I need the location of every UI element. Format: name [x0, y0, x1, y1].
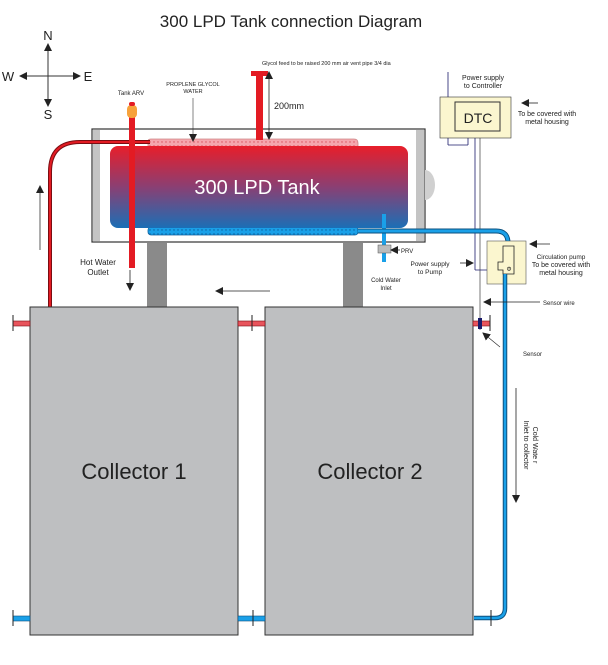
glycol-label-2: WATER [183, 89, 202, 95]
tank-body [110, 146, 408, 228]
collector-1-label: Collector 1 [81, 459, 186, 484]
collector-bottom-header [12, 610, 492, 626]
temperature-sensor [478, 318, 482, 329]
prv-label: PRV [401, 249, 413, 255]
collector-1 [29, 306, 239, 636]
cold-water-inlet-pipe [382, 214, 386, 262]
glycol-feed-note: Glycol feed to be raised 200 mm air vent… [262, 61, 392, 67]
compass-east: E [84, 69, 93, 84]
glycol-feed-vent-pipe [256, 74, 263, 140]
hot-water-outlet-pipe [129, 112, 135, 268]
tank-label: 300 LPD Tank [194, 177, 320, 199]
collector-2-label: Collector 2 [317, 459, 422, 484]
tank-arv-label: Tank ARV [118, 91, 144, 97]
support-leg-left [147, 243, 167, 308]
dtc-controller [454, 101, 501, 132]
pump-symbol: Φ [507, 267, 512, 273]
compass-icon: N S W E [2, 28, 93, 122]
diagram-title: 300 LPD Tank connection Diagram [160, 12, 422, 31]
pump-housing-note-2: metal housing [539, 270, 583, 277]
controller-housing-note-2: metal housing [525, 119, 569, 126]
dtc-label: DTC [464, 110, 493, 126]
circulation-pump [497, 245, 515, 275]
collector-2 [264, 306, 474, 636]
sensor-wire-label: Sensor wire [543, 301, 575, 307]
compass-west: W [2, 69, 15, 84]
controller-power-label-1: Power supply [462, 75, 505, 82]
pump-power-label-1: Power supply [410, 261, 450, 268]
controller-power-label-2: to Controller [464, 83, 503, 90]
prv-valve [377, 244, 392, 254]
cold-water-inlet-label-2: Inlet [380, 286, 392, 292]
dimension-label: 200mm [274, 101, 304, 111]
hot-water-outlet-label-1: Hot Water [80, 258, 116, 267]
tank-arv-valve [127, 105, 137, 118]
collector-inlet-note-2: Inlet to collector [522, 420, 529, 470]
compass-south: S [44, 107, 53, 122]
pump-power-label-2: to Pump [418, 269, 443, 276]
hot-water-outlet-label-2: Outlet [87, 268, 109, 277]
pump-housing-note-1: To be covered with [532, 262, 590, 269]
cold-water-inlet-label-1: Cold Water [371, 278, 401, 284]
glycol-jacket-bottom [147, 226, 359, 236]
glycol-label-1: PROPLENE GLYCOL [166, 82, 219, 88]
pump-title: Circulation pump [537, 254, 586, 261]
compass-north: N [43, 28, 52, 43]
controller-housing-note-1: To be covered with [518, 111, 576, 118]
sensor-label: Sensor [523, 352, 542, 358]
collector-inlet-note-1: Cold Wate r [531, 427, 538, 464]
support-leg-right [343, 243, 363, 308]
